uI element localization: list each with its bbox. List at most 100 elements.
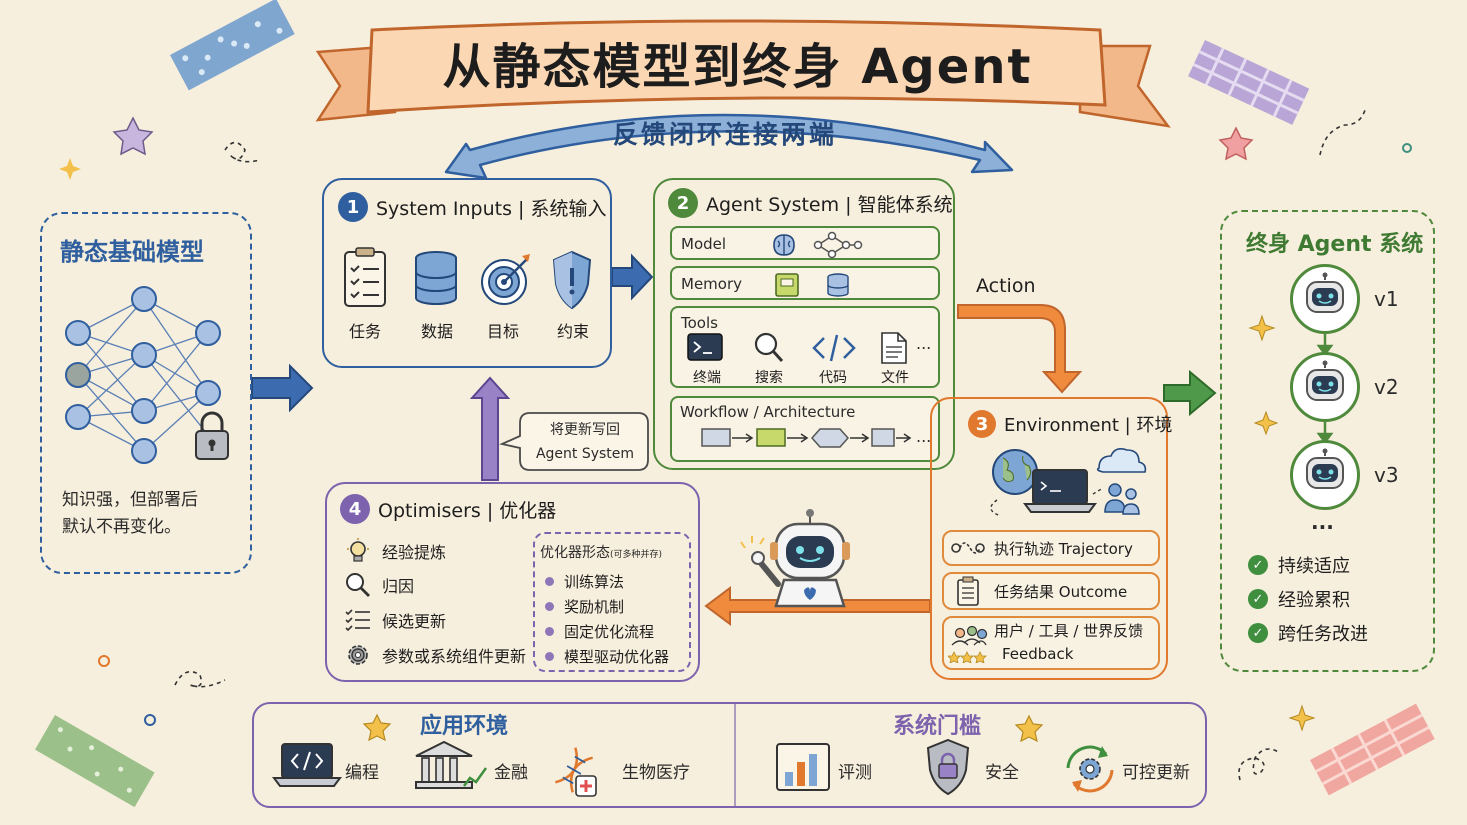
robot-faces <box>1306 272 1344 489</box>
application-coding: 编程 <box>345 763 379 783</box>
circle-doodle <box>98 655 110 667</box>
tool-label-search: 搜索 <box>755 370 783 386</box>
application-biomedical: 生物医疗 <box>622 763 690 783</box>
check-icon: ✓ <box>1248 589 1268 609</box>
system-inputs-header: 1 System Inputs | 系统输入 <box>338 192 606 222</box>
application-finance: 金融 <box>494 763 528 783</box>
step-badge: 1 <box>338 192 368 222</box>
check-icon: ✓ <box>1248 555 1268 575</box>
robot-head-icon <box>1306 272 1344 313</box>
step-badge: 2 <box>668 188 698 218</box>
sparkle-icon <box>1248 314 1276 342</box>
sparkle-icon <box>59 158 81 180</box>
robot-mascot <box>740 509 850 608</box>
optimiser-form-item: 奖励机制 <box>545 596 624 617</box>
bottom-icons <box>272 738 1114 797</box>
star-icon <box>1014 714 1044 743</box>
optimiser-item-parameter: 参数或系统组件更新 <box>344 641 526 669</box>
benefit-item: ✓持续适应 <box>1248 552 1350 578</box>
database-icon <box>415 251 457 305</box>
static-model-title: 静态基础模型 <box>60 238 204 266</box>
bank-icon <box>415 740 488 789</box>
threshold-controlled-update: 可控更新 <box>1122 763 1190 783</box>
circle-doodle <box>144 714 156 726</box>
lightbulb-icon <box>347 538 369 562</box>
robot-head-icon <box>1306 448 1344 489</box>
network-graph-icon <box>813 231 863 259</box>
model-row: Model <box>670 226 940 260</box>
version-label-v3: v3 <box>1374 463 1399 487</box>
security-shield-icon <box>926 738 970 796</box>
tool-label-code: 代码 <box>819 370 847 386</box>
database-icon <box>827 273 849 297</box>
bottom-panel <box>252 702 1207 808</box>
input-label-constraint: 约束 <box>556 322 589 341</box>
writeback-text: 将更新写回 Agent System <box>535 422 635 462</box>
checklist-icon <box>345 609 370 632</box>
rating-stars-icon <box>948 651 987 663</box>
cloud-icon <box>1096 448 1147 473</box>
title-ribbon <box>315 19 1171 128</box>
target-icon <box>481 254 530 305</box>
step-badge: 3 <box>968 410 996 438</box>
washi-tape-top-right <box>1188 40 1310 125</box>
notebook-icon <box>775 273 799 297</box>
search-icon <box>754 332 784 363</box>
refresh-gear-icon <box>1066 745 1114 793</box>
environment-panel <box>930 397 1168 680</box>
swirl-doodle <box>1319 109 1366 156</box>
agent-system-header: 2 Agent System | 智能体系统 <box>668 188 953 218</box>
dna-icon <box>554 747 597 797</box>
brain-icon <box>773 234 795 256</box>
arrow-inputs-to-agent <box>611 253 654 301</box>
laptop-icon <box>1023 469 1097 513</box>
workflow-more: ... <box>916 427 932 446</box>
sparkle-icon <box>1253 410 1279 436</box>
code-icon <box>812 334 856 362</box>
tool-label-file: 文件 <box>881 370 909 386</box>
memory-icons <box>775 273 849 297</box>
action-arrow <box>957 304 1083 394</box>
swirl-doodle <box>174 670 226 688</box>
model-icons <box>773 231 863 259</box>
circle-doodle <box>1402 143 1412 153</box>
memory-row: Memory <box>670 266 940 300</box>
benefit-item: ✓经验累积 <box>1248 586 1350 612</box>
trajectory-icon <box>951 542 985 554</box>
optimiser-forms-box <box>533 532 691 672</box>
optimisers-header: 4 Optimisers | 优化器 <box>340 494 556 524</box>
page-title: 从静态模型到终身 Agent <box>442 39 1033 95</box>
optimiser-item-candidate: 候选更新 <box>344 606 446 634</box>
tools-icons <box>687 332 907 364</box>
robot-head-icon <box>1306 360 1344 401</box>
static-model-panel <box>40 212 252 574</box>
lifelong-agent-title: 终身 Agent 系统 <box>1246 232 1424 257</box>
input-label-goal: 目标 <box>486 322 519 341</box>
optimiser-item-attribution: 归因 <box>344 571 414 599</box>
gear-icon <box>348 645 368 665</box>
swirl-doodle <box>224 141 261 163</box>
laptop-code-icon <box>272 743 342 787</box>
star-icon <box>362 713 392 742</box>
optimiser-form-item: 训练算法 <box>545 571 624 592</box>
optimiser-form-item: 模型驱动优化器 <box>545 646 669 667</box>
users-icon <box>1104 483 1140 515</box>
bar-chart-icon <box>776 743 830 791</box>
bottom-divider <box>734 704 736 806</box>
magnifier-icon <box>346 573 370 597</box>
env-row-trajectory: 执行轨迹 Trajectory <box>942 530 1160 566</box>
arrow-static-to-inputs <box>251 363 314 413</box>
feedback-loop-label: 反馈闭环连接两端 <box>612 120 837 149</box>
lifelong-agent-panel <box>1220 210 1435 672</box>
optimisers-panel <box>325 482 700 682</box>
benefit-item: ✓跨任务改进 <box>1248 620 1368 646</box>
step-badge: 4 <box>340 494 370 524</box>
input-label-task: 任务 <box>348 322 381 341</box>
star-icon <box>1218 126 1254 161</box>
star-icon <box>112 116 154 156</box>
agent-system-panel <box>653 178 955 470</box>
washi-tape-bottom-right <box>1310 703 1435 796</box>
clipboard-icon <box>957 576 979 606</box>
input-label-data: 数据 <box>420 322 453 341</box>
